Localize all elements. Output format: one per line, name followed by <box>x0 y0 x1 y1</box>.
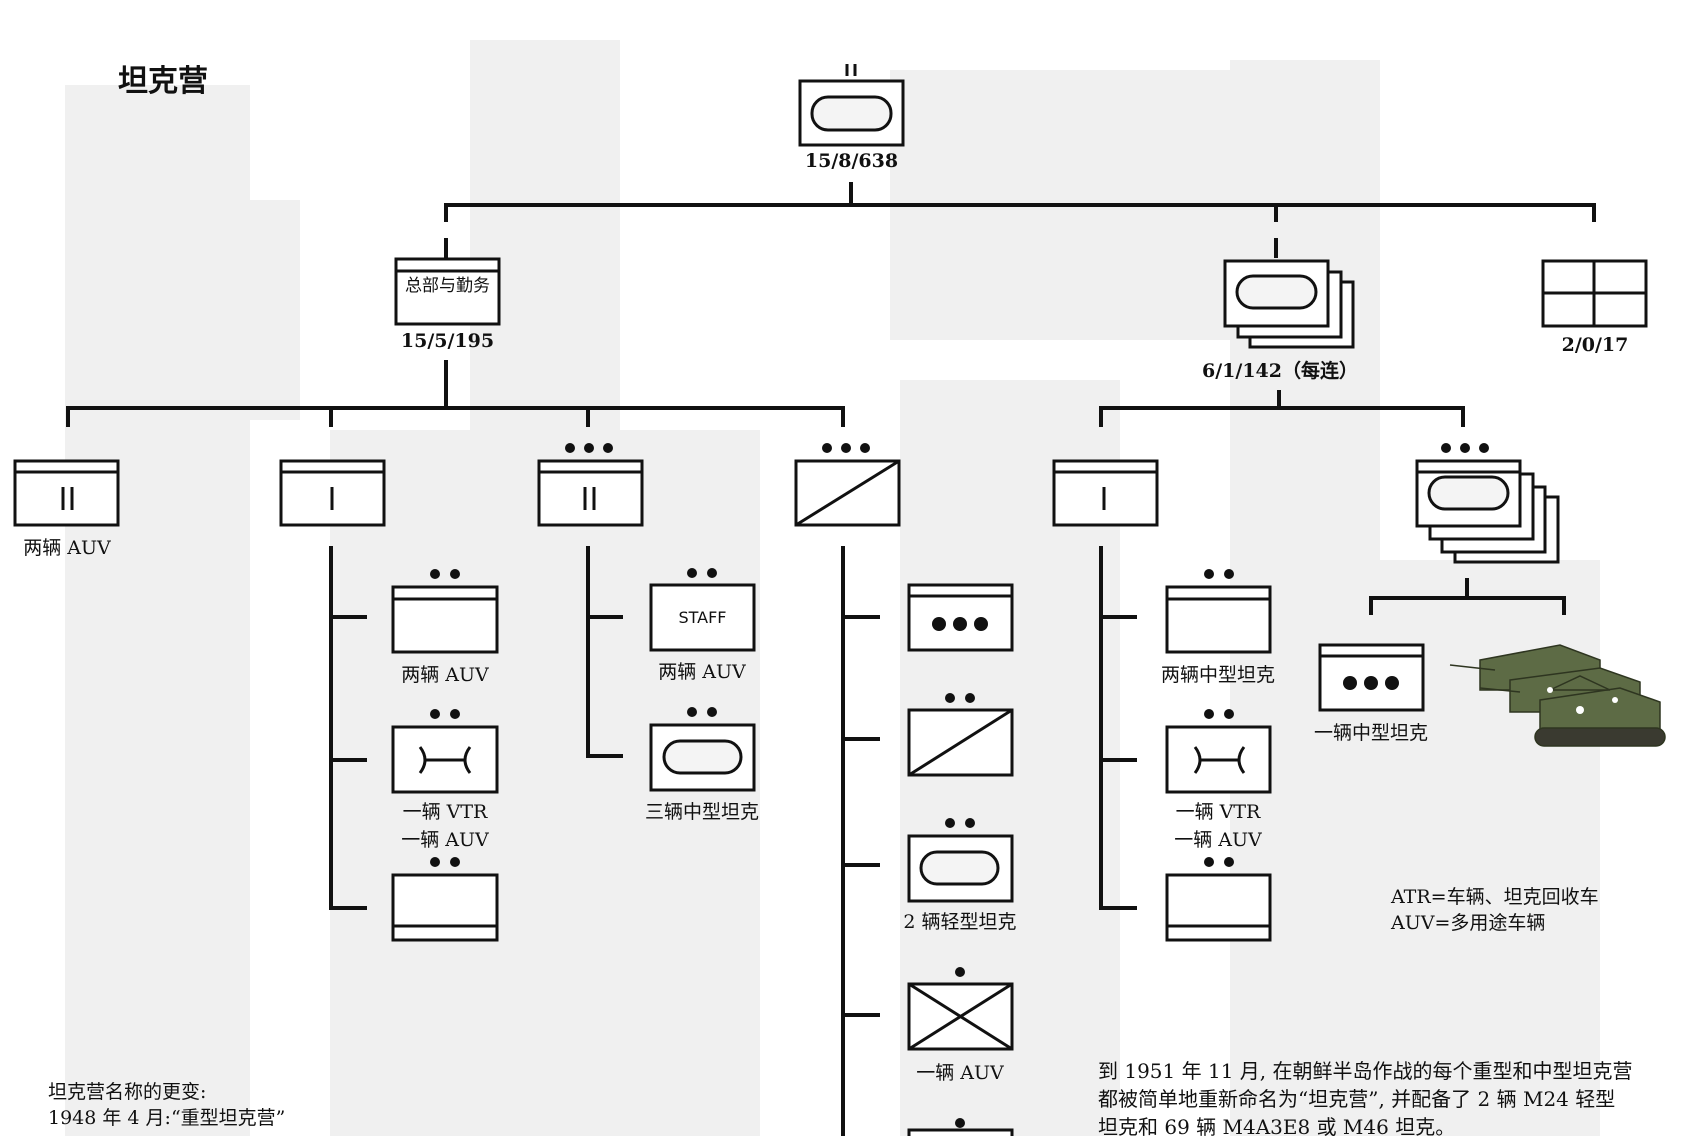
p2-staff-label: STAFF <box>678 608 727 627</box>
battalion-symbol <box>798 64 905 147</box>
hq-company-strength: 15/5/195 <box>400 330 495 352</box>
note-left: 坦克营名称的更变: 1948 年 4 月:“重型坦克营” <box>48 1079 285 1131</box>
dots-recon <box>822 443 870 453</box>
cohq-vtr-caption-2: 一辆 AUV <box>1174 829 1262 851</box>
cohq-tank-symbol <box>1165 585 1272 654</box>
p1-section-c-symbol <box>391 873 499 942</box>
p1-section-b-caption-1: 一辆 VTR <box>402 801 488 823</box>
legend: ATR=车辆、坦克回收车 AUV=多用途车辆 <box>1391 884 1599 936</box>
p2-staff-caption: 两辆 AUV <box>658 661 746 683</box>
recon-light-tank-caption: 2 辆轻型坦克 <box>903 911 1017 933</box>
recon-child-2-symbol <box>907 708 1014 777</box>
hq-platoon2-symbol <box>537 459 644 527</box>
recon-child-4-symbol <box>907 982 1014 1051</box>
note-right: 到 1951 年 11 月, 在朝鲜半岛作战的每个重型和中型坦克营 都被简单地重… <box>1098 1057 1633 1136</box>
hq-section-caption: 两辆 AUV <box>23 537 111 559</box>
recon-child-3-symbol <box>907 834 1014 903</box>
hq-company-symbol <box>394 257 501 326</box>
cohq-vtr-symbol <box>1165 725 1272 794</box>
hq-platoon1-symbol <box>279 459 386 527</box>
p2-tank-caption: 三辆中型坦克 <box>644 801 759 823</box>
recon-child-5-symbol <box>907 1128 1014 1136</box>
p1-section-b-caption-2: 一辆 AUV <box>401 829 489 851</box>
p1-section-a-caption: 两辆 AUV <box>401 664 489 686</box>
legend-line2: AUV=多用途车辆 <box>1391 912 1546 934</box>
recon-infantry-caption: 一辆 AUV <box>916 1062 1004 1084</box>
battalion-strength: 15/8/638 <box>804 150 899 172</box>
medical-strength: 2/0/17 <box>1561 334 1629 356</box>
p1-section-b-symbol <box>391 725 499 794</box>
tank-platoon-symbol <box>1415 459 1560 564</box>
tank-company-strength: 6/1/142（每连） <box>1202 360 1358 382</box>
cohq-auv-symbol <box>1165 873 1272 942</box>
page-title: 坦克营 <box>118 64 208 99</box>
medical-symbol <box>1541 259 1648 328</box>
note-left-line1: 坦克营名称的更变: <box>48 1081 207 1103</box>
platoon-caption: 一辆中型坦克 <box>1313 722 1428 744</box>
p2-staff-symbol <box>649 583 756 652</box>
legend-line1: ATR=车辆、坦克回收车 <box>1391 886 1599 908</box>
company-hq-symbol <box>1052 459 1159 527</box>
note-right-line1: 到 1951 年 11 月, 在朝鲜半岛作战的每个重型和中型坦克营 <box>1098 1059 1633 1083</box>
p1-section-a-symbol <box>391 585 499 654</box>
hq-company-label: 总部与勤务 <box>405 276 490 296</box>
recon-platoon-symbol <box>794 459 901 527</box>
tank-illustration <box>1449 644 1666 747</box>
tank-company-symbol <box>1223 259 1355 349</box>
cohq-vtr-caption-1: 一辆 VTR <box>1175 801 1261 823</box>
note-right-line3: 坦克和 69 辆 M4A3E8 或 M46 坦克。 <box>1098 1115 1456 1136</box>
note-right-line2: 都被简单地重新命名为“坦克营”, 并配备了 2 辆 M24 轻型 <box>1098 1087 1616 1111</box>
hq-section-symbol <box>13 459 120 527</box>
cohq-tank-caption: 两辆中型坦克 <box>1160 664 1275 686</box>
note-left-line2: 1948 年 4 月:“重型坦克营” <box>48 1107 286 1129</box>
dots-tank-platoon <box>1441 443 1489 453</box>
dots-p2 <box>565 443 613 453</box>
p2-tank-symbol <box>649 723 756 792</box>
